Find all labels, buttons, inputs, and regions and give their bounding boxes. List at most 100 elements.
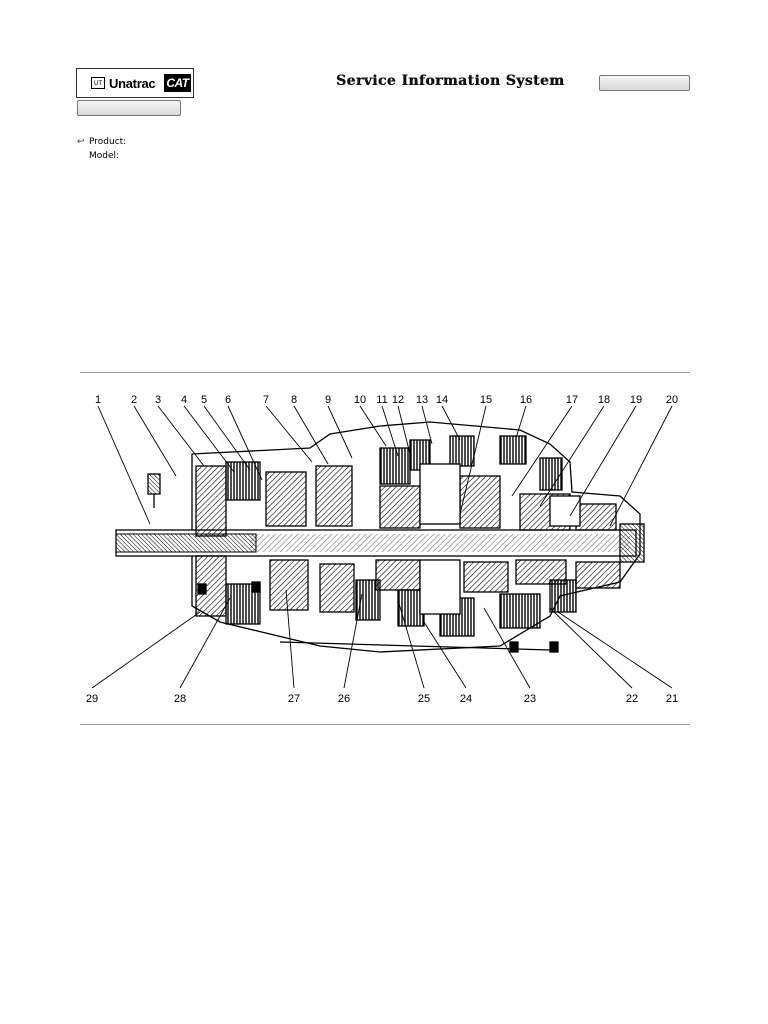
callout-leader — [609, 405, 673, 527]
callout-leader — [483, 607, 531, 689]
callout-label-12: 12 — [392, 394, 404, 406]
callout-leader — [539, 405, 605, 507]
callout-label-29: 29 — [86, 693, 98, 705]
callout-leader — [179, 597, 231, 689]
hatched-section — [315, 465, 353, 527]
callout-label-19: 19 — [630, 394, 642, 406]
clutch-pack — [499, 593, 541, 629]
callout-leader — [91, 611, 201, 689]
callout-leader — [511, 405, 573, 497]
callout-leader — [569, 405, 637, 517]
hatched-section — [459, 475, 501, 529]
planetary-gear — [549, 495, 581, 527]
unatrac-emblem-icon: UT — [91, 77, 105, 89]
product-label: Product: — [89, 137, 127, 147]
callout-leader — [157, 405, 205, 467]
callout-label-1: 1 — [95, 394, 101, 406]
hatched-section — [195, 465, 227, 537]
callout-label-6: 6 — [225, 394, 231, 406]
unatrac-logo-text: Unatrac — [109, 75, 156, 91]
callout-label-24: 24 — [460, 693, 472, 705]
clutch-pack — [539, 457, 563, 491]
callout-label-15: 15 — [480, 394, 492, 406]
input-shaft — [115, 533, 257, 553]
callout-label-10: 10 — [354, 394, 366, 406]
hatched-section — [269, 559, 309, 611]
speed-sensor — [147, 473, 161, 495]
callout-leader — [97, 405, 151, 525]
callout-label-27: 27 — [288, 693, 300, 705]
top-right-button[interactable] — [599, 75, 690, 91]
planetary-gear — [419, 559, 461, 615]
hatched-section — [375, 559, 421, 591]
left-action-button[interactable] — [77, 100, 181, 116]
output-yoke — [619, 523, 645, 563]
divider-top — [80, 372, 690, 373]
callout-label-16: 16 — [520, 394, 532, 406]
hatched-section — [575, 503, 617, 531]
callout-leader — [227, 405, 263, 481]
product-meta: ↩ Product: Model: — [77, 135, 126, 163]
callout-leaders — [91, 405, 673, 689]
clutch-pack — [379, 447, 411, 485]
model-label: Model: — [89, 151, 120, 161]
hatched-section — [379, 485, 421, 529]
callout-label-7: 7 — [263, 394, 269, 406]
callout-leader — [397, 405, 411, 455]
callout-leader — [441, 405, 461, 441]
callout-label-26: 26 — [338, 693, 350, 705]
callout-label-3: 3 — [155, 394, 161, 406]
callout-leader — [343, 593, 363, 689]
callout-leader — [293, 405, 329, 465]
callout-label-8: 8 — [291, 394, 297, 406]
hatched-section — [575, 561, 621, 589]
callout-label-4: 4 — [181, 394, 187, 406]
callout-leader — [285, 589, 295, 689]
back-arrow-icon[interactable]: ↩ — [77, 137, 85, 147]
callout-label-18: 18 — [598, 394, 610, 406]
callout-label-5: 5 — [201, 394, 207, 406]
clutch-pack — [449, 435, 475, 467]
callout-label-9: 9 — [325, 394, 331, 406]
lower-rail — [279, 641, 551, 651]
callout-label-20: 20 — [666, 394, 678, 406]
planetary-gear — [419, 463, 461, 525]
callout-leader — [133, 405, 177, 477]
unatrac-cat-logo: UT Unatrac CAT — [76, 68, 194, 98]
divider-bottom — [80, 724, 690, 725]
hatched-section — [515, 559, 567, 585]
bolt — [549, 641, 559, 653]
callout-leader — [183, 405, 235, 473]
callout-leader — [423, 621, 467, 689]
callout-leader — [515, 405, 527, 439]
callout-label-17: 17 — [566, 394, 578, 406]
callout-leader — [203, 405, 251, 471]
hatched-section — [463, 561, 509, 593]
callout-label-21: 21 — [666, 693, 678, 705]
page-title: Service Information System — [336, 73, 565, 89]
callout-leader — [549, 607, 633, 689]
callout-leader — [421, 405, 433, 445]
shaft-hatch — [250, 534, 630, 552]
bolt — [197, 583, 207, 595]
callout-label-13: 13 — [416, 394, 428, 406]
drawing-body — [115, 421, 645, 653]
callout-leader — [557, 611, 673, 689]
clutch-pack — [549, 579, 577, 613]
callout-leader — [359, 405, 387, 447]
callout-label-28: 28 — [174, 693, 186, 705]
callout-label-11: 11 — [376, 394, 387, 406]
callout-leader — [381, 405, 399, 457]
callout-label-14: 14 — [436, 394, 448, 406]
callout-leader — [397, 599, 425, 689]
callout-label-25: 25 — [418, 693, 430, 705]
callout-leader — [327, 405, 353, 459]
hatched-section — [319, 563, 355, 613]
callout-leader — [265, 405, 313, 463]
hatched-section — [265, 471, 307, 527]
callout-label-22: 22 — [626, 693, 638, 705]
bolt — [251, 581, 261, 593]
